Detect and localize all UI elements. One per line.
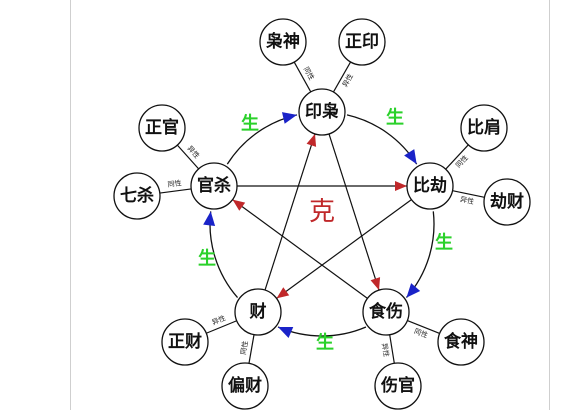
node-zhengguan-label: 正官: [145, 117, 179, 138]
node-cai: 财: [234, 288, 282, 336]
tag-jiecai: 异性: [459, 195, 475, 207]
sheng-arrow-cai: [278, 326, 294, 339]
node-xiaoshen: 枭神: [259, 18, 307, 66]
node-cai-circle: [234, 288, 282, 336]
node-cai-label: 财: [249, 301, 267, 322]
node-jiecai: 劫财: [483, 178, 531, 226]
sheng-arc-bijie-shishang: [405, 211, 435, 298]
sheng-arrow-shishang: [406, 283, 421, 298]
node-zhengcai-label: 正财: [168, 331, 202, 352]
node-shishen: 食神: [437, 318, 485, 366]
node-bijian: 比肩: [460, 104, 508, 152]
spoke-bijie-bijian: [445, 144, 469, 170]
spoke-cai-piancai: [248, 334, 255, 364]
node-shishang-label: 食伤: [369, 301, 403, 322]
spoke-guansha-qisha: [159, 188, 192, 194]
spoke-shishang-shangguan: [389, 334, 395, 364]
node-piancai: 偏财: [221, 362, 269, 410]
spoke-shishang-shishen: [407, 319, 440, 335]
node-piancai-label: 偏财: [228, 375, 262, 396]
tag-qisha: 同性: [167, 178, 182, 189]
node-qisha-label: 七杀: [120, 185, 154, 206]
diagram-frame: [70, 0, 550, 410]
sheng-label-guansha-yinxiao: 生: [241, 113, 259, 135]
node-bijie-label: 比劫: [413, 175, 447, 196]
node-bijie-circle: [406, 162, 454, 210]
node-shangguan-label: 伤官: [380, 375, 415, 396]
node-yinxiao-circle: [298, 88, 346, 136]
tag-shangguan: 异性: [380, 342, 391, 357]
node-guansha-circle: [190, 162, 238, 210]
node-shishang-circle: [362, 288, 410, 336]
ke-arrow-cai: [276, 287, 290, 299]
spoke-bijie-jiecai: [452, 190, 485, 198]
node-zhengyin-circle: [338, 18, 386, 66]
node-zhengcai: 正财: [161, 318, 209, 366]
ke-line-yinxiao-shishang: [328, 133, 380, 291]
ke-arrow-yinxiao: [306, 133, 317, 147]
sheng-label-shishang-cai: 生: [316, 332, 334, 354]
node-shishen-label: 食神: [444, 331, 478, 352]
ke-line-shishang-guansha: [232, 199, 368, 299]
node-guansha-label: 官杀: [197, 175, 231, 196]
node-bijian-circle: [460, 104, 508, 152]
spoke-yinxiao-xiaoshen: [293, 61, 312, 93]
node-piancai-circle: [221, 362, 269, 410]
node-zhengyin-label: 正印: [345, 32, 379, 52]
node-xiaoshen-circle: [259, 18, 307, 66]
node-shishen-circle: [437, 318, 485, 366]
node-xiaoshen-label: 枭神: [265, 31, 300, 52]
center-ke-label: 克: [309, 197, 335, 227]
node-shishang: 食伤: [362, 288, 410, 336]
sheng-arrow-yinxiao: [281, 112, 297, 124]
node-zhengguan: 正官: [138, 104, 186, 152]
node-yinxiao: 印枭: [298, 88, 346, 136]
ke-line-bijie-cai: [276, 199, 412, 299]
node-qisha-circle: [113, 172, 161, 220]
node-bijian-label: 比肩: [467, 117, 501, 138]
ke-arrow-guansha: [232, 199, 246, 211]
node-shangguan-circle: [374, 362, 422, 410]
tag-piancai: 同性: [238, 340, 249, 355]
node-jiecai-circle: [483, 178, 531, 226]
node-guansha: 官杀: [190, 162, 238, 210]
spoke-guansha-zhengguan: [176, 144, 200, 170]
node-zhengguan-circle: [138, 104, 186, 152]
spoke-cai-zhengcai: [206, 320, 237, 334]
tag-zhengyin: 异性: [340, 72, 355, 89]
node-zhengcai-circle: [161, 318, 209, 366]
node-bijie: 比劫: [406, 162, 454, 210]
node-yinxiao-label: 印枭: [305, 101, 339, 122]
sheng-label-cai-guansha: 生: [198, 248, 216, 270]
ke-arrow-shishang: [370, 277, 381, 291]
sheng-arrow-guansha: [203, 211, 216, 226]
node-qisha: 七杀: [113, 172, 161, 220]
tag-bijian: 同性: [454, 153, 470, 169]
node-zhengyin: 正印: [338, 18, 386, 66]
sheng-label-yinxiao-bijie: 生: [386, 107, 404, 129]
ke-arrow-bijie: [395, 181, 407, 191]
spoke-yinxiao-zhengyin: [332, 61, 352, 93]
node-shangguan: 伤官: [374, 362, 422, 410]
node-jiecai-label: 劫财: [490, 191, 524, 212]
sheng-arrow-bijie: [404, 149, 417, 165]
sheng-label-bijie-shishang: 生: [435, 232, 453, 254]
ke-line-cai-yinxiao: [264, 133, 316, 291]
tag-zhengcai: 异性: [210, 313, 226, 327]
